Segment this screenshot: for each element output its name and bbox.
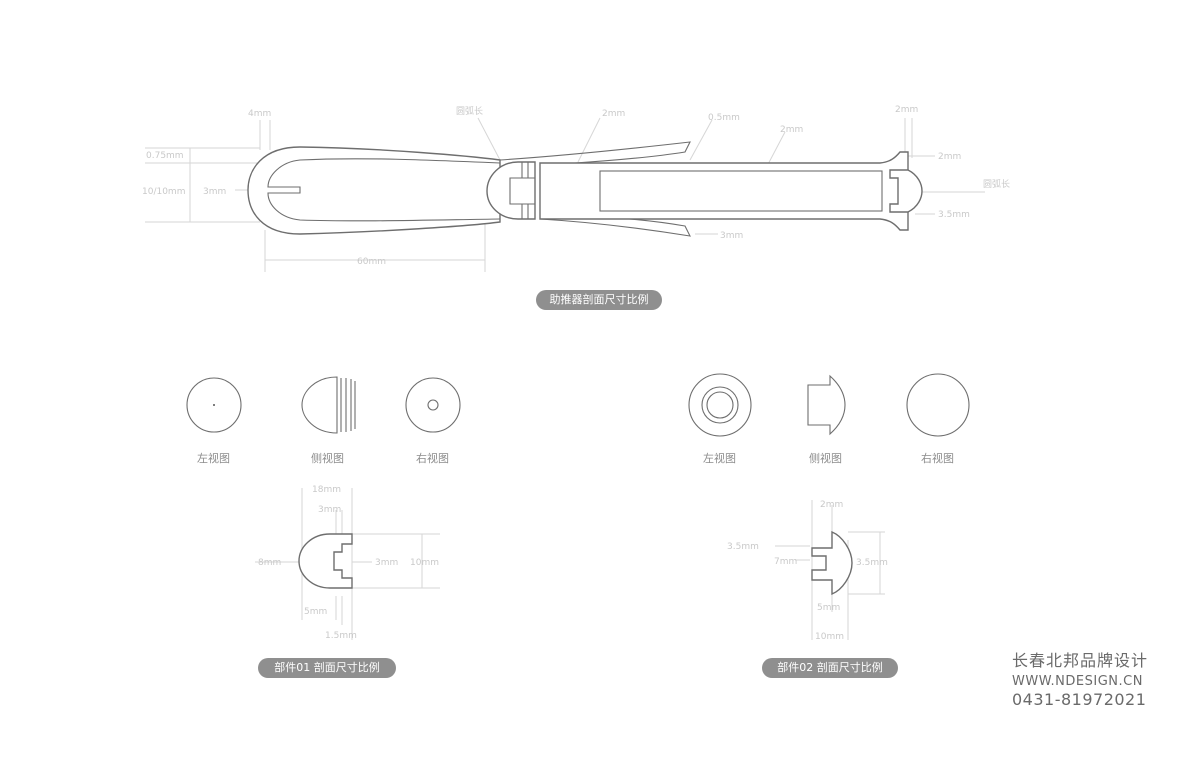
booster-section-outline [247, 141, 923, 237]
dim-2mm-top: 2mm [602, 109, 625, 119]
part01-view-label-right: 右视图 [416, 451, 449, 465]
dim-0-75mm: 0.75mm [146, 151, 184, 161]
part01-dim-left: 8mm [258, 558, 281, 568]
part02-dim-right: 3.5mm [856, 558, 888, 568]
brand-website: WWW.NDESIGN.CN [1011, 674, 1143, 689]
dim-0-5mm: 0.5mm [708, 113, 740, 123]
dim-2mm-right: 2mm [938, 152, 961, 162]
part02-right-view [906, 373, 970, 437]
part02-left-view [688, 373, 752, 437]
part02-section: 2mm 3.5mm 7mm 3.5mm 5mm 10mm [727, 500, 888, 642]
part01-dim-top1: 18mm [312, 485, 341, 495]
part02-side-view [807, 374, 846, 436]
dim-arrow-right: 圆弧长 [983, 178, 1010, 190]
dim-3mm-left: 3mm [203, 187, 226, 197]
part01-section: 18mm 3mm 8mm 3mm 10mm 5mm 1.5mm [255, 485, 440, 641]
part01-dim-right: 10mm [410, 558, 439, 568]
dim-3mm-bottom: 3mm [720, 231, 743, 241]
part02-dim-top: 2mm [820, 500, 843, 510]
dim-3-5mm: 3.5mm [938, 210, 970, 220]
part01-dim-bottom2: 1.5mm [325, 631, 357, 641]
part01-right-view [405, 377, 461, 433]
dim-2mm-right-top: 2mm [895, 105, 918, 115]
part02-view-label-right: 右视图 [921, 451, 954, 465]
part01-dim-top2: 3mm [318, 505, 341, 515]
part01-left-view [186, 377, 242, 433]
part01-view-label-left: 左视图 [197, 451, 230, 465]
part02-view-label-left: 左视图 [703, 451, 736, 465]
part01-dim-bottom1: 5mm [304, 607, 327, 617]
brand-name: 长春北邦品牌设计 [1011, 651, 1148, 670]
part02-view-label-side: 侧视图 [809, 451, 842, 465]
main-diagram-caption: 助推器剖面尺寸比例 [536, 290, 662, 310]
part01-dim-mid: 3mm [375, 558, 398, 568]
brand-block: 长春北邦品牌设计 WWW.NDESIGN.CN 0431-81972021 [1012, 647, 1148, 709]
dim-height: 10/10mm [142, 187, 185, 197]
part02-caption: 部件02 剖面尺寸比例 [762, 658, 898, 678]
part01-view-label-side: 侧视图 [311, 451, 344, 465]
part02-dim-left1: 3.5mm [727, 542, 759, 552]
dim-ball-label: 圆弧长 [456, 105, 483, 117]
dim-2mm-top2: 2mm [780, 125, 803, 135]
part02-dim-bottom2: 10mm [815, 632, 844, 642]
part02-dim-left2: 7mm [774, 557, 797, 567]
dim-60mm: 60mm [357, 257, 386, 267]
brand-phone: 0431-81972021 [1011, 690, 1147, 709]
part01-side-view [301, 376, 356, 434]
part01-caption: 部件01 剖面尺寸比例 [258, 658, 396, 678]
dim-4mm: 4mm [248, 109, 271, 119]
part02-dim-bottom1: 5mm [817, 603, 840, 613]
